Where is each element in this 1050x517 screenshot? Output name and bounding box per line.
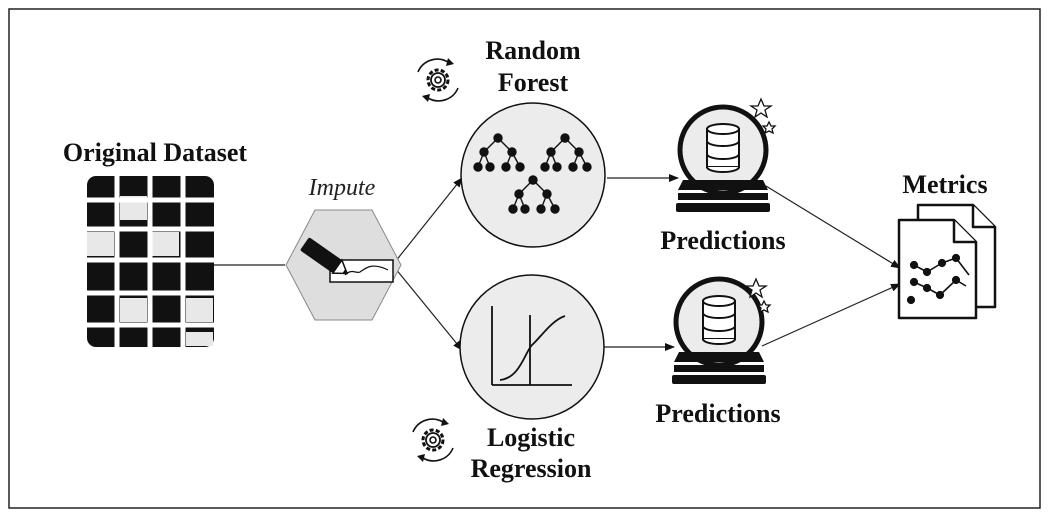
crystal-ball-icon: [676, 104, 770, 212]
data-grid-icon: [87, 176, 214, 347]
predictions-top-label: Predictions: [660, 226, 785, 255]
sparkle-stars-icon: [748, 97, 777, 135]
gear-cycle-icon: [417, 58, 459, 102]
sigmoid-curve-icon: [491, 306, 572, 386]
decision-tree-icon: [473, 133, 592, 214]
logistic-regression-label-line2: Regression: [471, 454, 592, 483]
predictions-bottom-label: Predictions: [655, 399, 780, 428]
database-icon: [706, 123, 740, 173]
crystal-ball-icon: [672, 276, 766, 384]
edge-impute-random-forest: [394, 177, 463, 263]
sparkle-stars-icon: [743, 277, 772, 314]
database-icon: [702, 295, 736, 345]
edge-impute-logistic-regression: [394, 267, 463, 351]
impute-label: Impute: [308, 175, 376, 201]
logistic-regression-label-line1: Logistic: [487, 423, 575, 452]
random-forest-label-line1: Random: [485, 36, 581, 65]
metrics-label: Metrics: [902, 170, 987, 199]
gear-cycle-icon: [412, 418, 454, 462]
dataset-label: Original Dataset: [63, 138, 247, 167]
edge-predictions-bottom-metrics: [761, 283, 901, 347]
logistic-regression-node: [459, 274, 605, 420]
random-forest-label-line2: Forest: [498, 68, 569, 97]
pencil-icon: [300, 237, 394, 283]
edge-predictions-top-metrics: [765, 185, 901, 269]
random-forest-node: [460, 102, 606, 248]
document-chart-icon: [897, 203, 997, 320]
